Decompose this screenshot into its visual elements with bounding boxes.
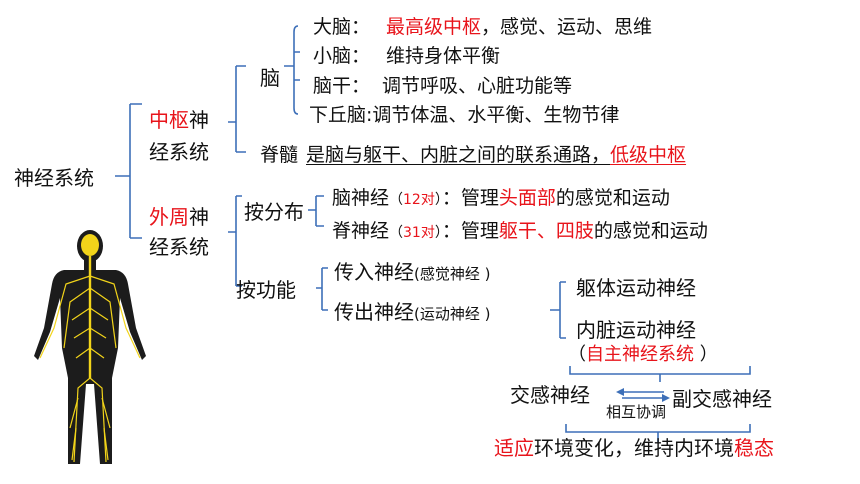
afferent-nerve-row: 传入神经(感觉神经 ) [334,260,491,284]
distribution-bracket [308,195,324,227]
sympathetic-nerve: 交感神经 [510,383,590,407]
peripheral-label-line1: 外周神 [149,205,209,229]
somatic-motor-nerve: 躯体运动神经 [576,276,696,300]
function-bracket [316,267,328,311]
by-distribution-label: 按分布 [244,200,304,224]
coordination-label: 相互协调 [606,403,667,421]
spinal-cord-row: 脊髓是脑与躯干、内脏之间的联系通路，低级中枢 [260,144,687,166]
by-function-label: 按功能 [236,278,296,302]
brain-bracket [284,25,300,115]
central-bracket [228,65,246,153]
peripheral-label-line2: 经系统 [149,235,209,259]
hypothalamus-row: 下丘脑:调节体温、水平衡、生物节律 [309,104,620,126]
autonomic-bracket [569,366,751,382]
human-nervous-system-figure [34,230,146,464]
central-label-line2: 经系统 [149,140,209,164]
cranial-nerve-row: 脑神经（12对）：管理头面部的感觉和运动 [332,187,670,209]
efferent-nerve-row: 传出神经(运动神经 ) [334,300,491,324]
peripheral-bracket [228,195,242,287]
central-label-line1: 中枢神 [149,108,209,132]
brainstem-row: 脑干：调节呼吸、心脏功能等 [313,75,573,97]
parasympathetic-nerve: 副交感神经 [672,387,772,411]
autonomic-nervous-system: （自主神经系统 ） [568,344,718,365]
visceral-motor-nerve: 内脏运动神经 [576,318,696,342]
homeostasis-summary: 适应环境变化，维持内环境稳态 [494,436,774,460]
efferent-bracket [550,281,566,339]
root-bracket [115,103,142,239]
root-label: 神经系统 [14,166,94,190]
spinal-nerve-row: 脊神经（31对）：管理躯干、四肢的感觉和运动 [332,220,708,242]
cerebrum-row: 大脑：最高级中枢，感觉、运动、思维 [313,16,653,38]
coordination-arrows [620,391,666,399]
summary-bracket [565,424,751,442]
cerebellum-row: 小脑：维持身体平衡 [313,45,501,67]
brain-label: 脑 [260,66,280,90]
